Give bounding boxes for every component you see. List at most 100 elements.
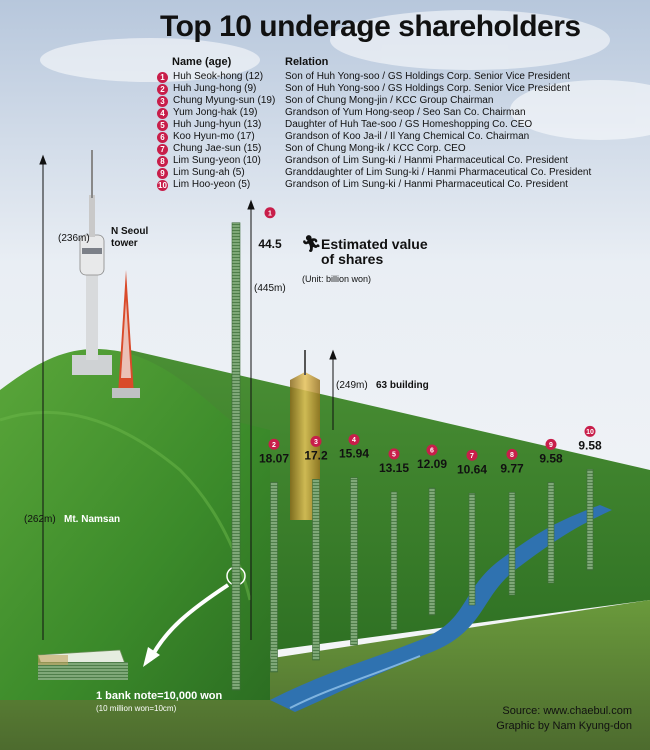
bar — [312, 479, 320, 661]
header-name: Name (age) — [172, 56, 232, 68]
bar-rank-text: 1 — [268, 210, 272, 217]
shareholder-relation: Grandson of Lim Sung-ki / Hanmi Pharmace… — [285, 179, 568, 190]
rank-badge: 3 — [157, 96, 168, 107]
n-seoul-tower — [72, 150, 112, 375]
banknote-label: 1 bank note=10,000 won — [96, 690, 223, 702]
rank-badge: 2 — [157, 84, 168, 95]
source-text: Source: www.chaebul.com — [502, 705, 632, 717]
plateau-edge — [0, 600, 650, 750]
bar-value-label: 44.5 — [258, 237, 282, 251]
shareholder-name: Huh Jung-hyun (13) — [173, 119, 262, 130]
rank-badge: 10 — [157, 180, 168, 191]
shareholder-relation: Son of Chung Mong-ik / KCC Corp. CEO — [285, 143, 466, 154]
shareholder-name: Chung Myung-sun (19) — [173, 95, 276, 106]
bar — [390, 491, 398, 631]
shareholder-relation: Grandson of Yum Hong-seop / Seo San Co. … — [285, 107, 526, 118]
bar — [270, 481, 278, 673]
shareholder-relation: Grandson of Lim Sung-ki / Hanmi Pharmace… — [285, 155, 568, 166]
river — [270, 505, 612, 712]
shareholder-relation: Grandson of Koo Ja-il / Il Yang Chemical… — [285, 131, 530, 142]
rank-badge: 4 — [157, 108, 168, 119]
shareholder-relation: Son of Huh Yong-soo / GS Holdings Corp. … — [285, 83, 570, 94]
bar-value-label: 17.2 — [304, 448, 328, 462]
bar-rank-text: 8 — [510, 452, 514, 459]
shareholder-name: Koo Hyun-mo (17) — [173, 131, 255, 142]
bar — [231, 222, 241, 691]
rank-badge: 8 — [157, 156, 168, 167]
bar-rank-text: 2 — [272, 442, 276, 449]
bar-rank-badge — [310, 435, 322, 447]
building-name-label: 63 building — [376, 380, 429, 391]
tower-name-label: N Seoul tower — [111, 226, 149, 249]
bar — [350, 477, 358, 646]
banknote-sub: (10 million won=10cm) — [96, 704, 177, 713]
rank-badge: 1 — [157, 72, 168, 83]
rank-badge: 7 — [157, 144, 168, 155]
source-credit: Source: www.chaebul.com Graphic by Nam K… — [496, 704, 632, 734]
bar-rank-text: 9 — [549, 442, 553, 449]
chart-title: 🏃︎ Estimated value of shares — [301, 236, 428, 267]
bar-rank-text: 7 — [470, 453, 474, 460]
page-title: Top 10 underage shareholders — [160, 10, 581, 43]
shareholder-name: Yum Jong-hak (19) — [173, 107, 258, 118]
bar-rank-text: 5 — [392, 451, 396, 458]
mountain-height-label: (262m) — [24, 514, 56, 525]
value-labels: 44.5 18.07 17.2 15.94 13.15 12.09 10.64 9.77 9.5… — [258, 237, 602, 477]
bar — [547, 482, 555, 584]
clouds — [40, 10, 650, 140]
bar-value-label: 9.58 — [578, 438, 602, 452]
shareholder-relation: Son of Chung Mong-jin / KCC Group Chairm… — [285, 95, 494, 106]
transmission-antenna — [112, 270, 140, 398]
bar-rank-text: 10 — [586, 429, 594, 436]
shareholder-name: Lim Hoo-yeon (5) — [173, 179, 251, 190]
bar-rank-badge — [426, 444, 438, 456]
bar1-height-label: (445m) — [254, 283, 286, 294]
chart-unit: (Unit: billion won) — [302, 274, 372, 284]
rank-badge: 6 — [157, 132, 168, 143]
bar — [586, 469, 594, 571]
bar-rank-text: 4 — [352, 437, 356, 444]
bar-rank-badge — [506, 448, 518, 460]
bar-value-label: 12.09 — [417, 457, 447, 471]
shareholder-relation: Granddaughter of Lim Sung-ki / Hanmi Pha… — [285, 167, 592, 178]
bar — [508, 492, 516, 596]
bar — [428, 487, 436, 616]
header-relation: Relation — [285, 56, 329, 68]
building-height-label: (249m) — [336, 380, 368, 391]
mt-namsan — [0, 349, 270, 700]
tower-height-label: (236m) — [58, 233, 90, 244]
bar — [468, 492, 476, 606]
shareholder-name: Chung Jae-sun (15) — [173, 143, 262, 154]
bar-rank-badge — [584, 425, 596, 437]
shareholder-relation: Daughter of Huh Tae-soo / GS Homeshoppin… — [285, 119, 533, 130]
bar-rank-badge — [348, 434, 360, 446]
bar-value-label: 10.64 — [457, 462, 487, 476]
banknote-stack — [37, 649, 129, 680]
runner-icon: 🏃︎ — [301, 236, 322, 253]
bar-value-label: 9.58 — [539, 451, 563, 465]
credit-text: Graphic by Nam Kyung-don — [496, 720, 632, 732]
bar-value-label: 13.15 — [379, 461, 409, 475]
rank-badge: 5 — [157, 120, 168, 131]
bar-value-label: 9.77 — [500, 461, 524, 475]
bar-rank-badge — [388, 448, 400, 460]
shareholder-name: Huh Seok-hong (12) — [173, 71, 264, 82]
rank-badge: 9 — [157, 168, 168, 179]
bar-rank-badge — [466, 449, 478, 461]
shareholder-name: Lim Sung-yeon (10) — [173, 155, 261, 166]
shareholder-relation: Son of Huh Yong-soo / GS Holdings Corp. … — [285, 71, 570, 82]
shareholder-name: Huh Jung-hong (9) — [173, 83, 257, 94]
bar-rank-badge — [545, 438, 557, 450]
bar-value-label: 15.94 — [339, 447, 369, 461]
bar-rank-badge — [268, 438, 280, 450]
bar-series — [231, 222, 594, 691]
height-markers — [39, 154, 337, 640]
bar-rank-badge — [264, 207, 276, 219]
bar-rank-text: 6 — [430, 448, 434, 455]
shareholder-name: Lim Sung-ah (5) — [173, 167, 245, 178]
zoom-arrow — [148, 583, 230, 661]
bar-value-label: 18.07 — [259, 451, 289, 465]
